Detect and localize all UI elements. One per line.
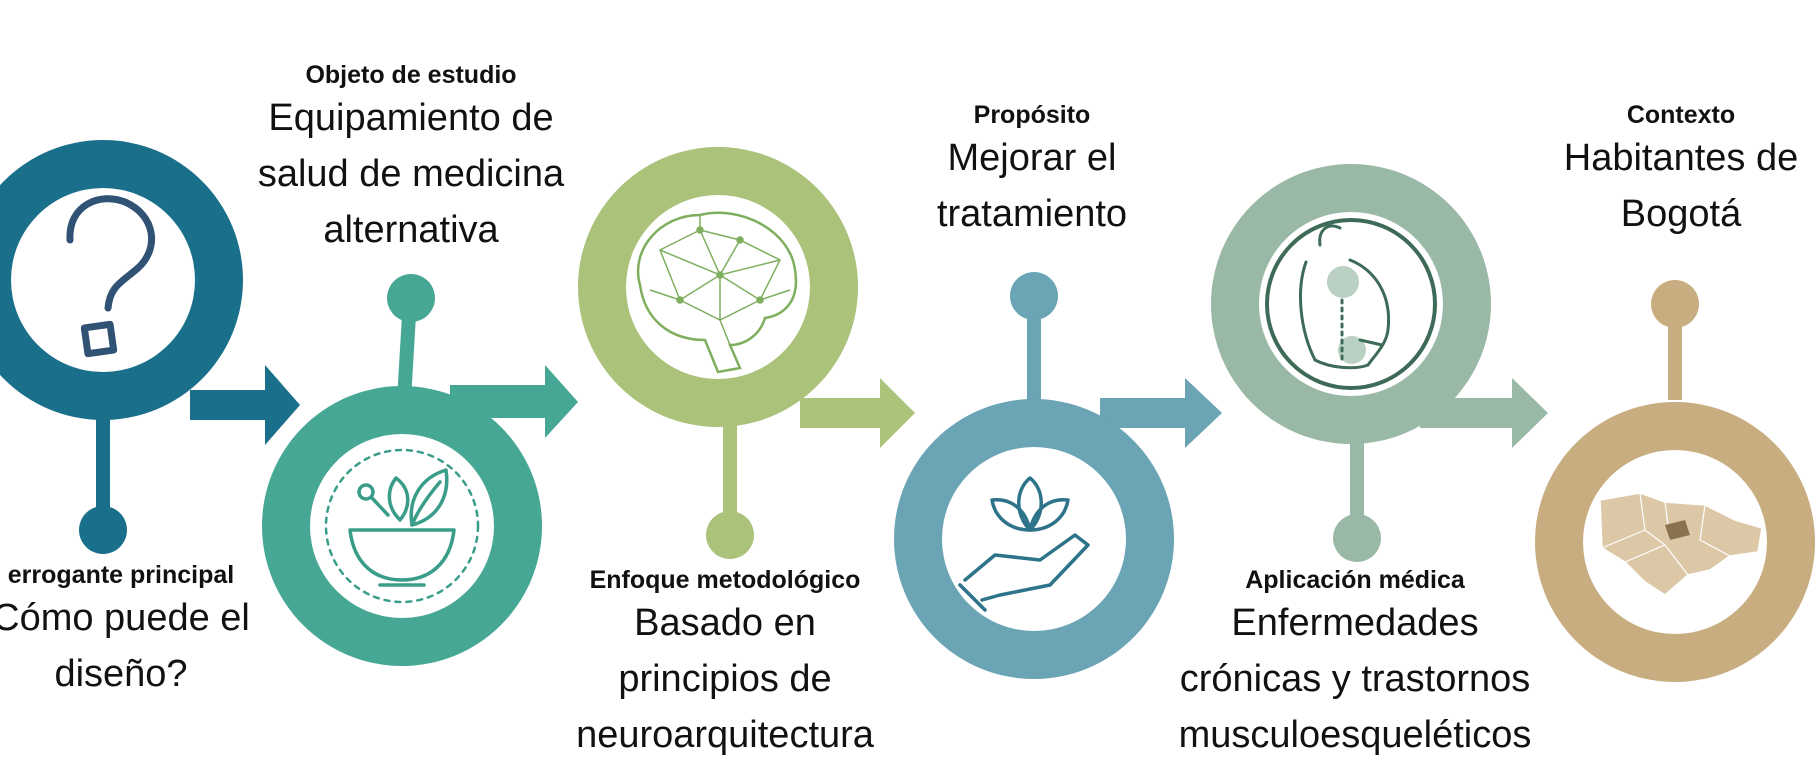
step-5-label: Aplicación médica Enfermedades crónicas … bbox=[1160, 565, 1550, 763]
step-4-line-2: tratamiento bbox=[936, 193, 1128, 235]
step-3-node bbox=[578, 147, 915, 559]
lotus-hand-icon bbox=[958, 476, 1090, 612]
step-1-title: errogante principal bbox=[7, 561, 235, 589]
step-4-title: Propósito bbox=[973, 101, 1091, 129]
step-3-label: Enfoque metodológico Basado en principio… bbox=[545, 565, 905, 763]
brain-network-icon bbox=[636, 211, 798, 374]
step-5-node bbox=[1211, 164, 1548, 562]
step-1-line-2: diseño? bbox=[54, 653, 188, 695]
back-pain-icon bbox=[1265, 218, 1437, 390]
step-3-title: Enfoque metodológico bbox=[589, 566, 861, 594]
step-3-line-3: neuroarquitectura bbox=[576, 714, 874, 756]
step-5-line-1: Enfermedades bbox=[1231, 602, 1479, 644]
question-mark-icon bbox=[66, 195, 156, 358]
step-6-line-1: Habitantes de bbox=[1563, 137, 1799, 179]
step-2-line-2: salud de medicina bbox=[257, 153, 565, 195]
step-5-title: Aplicación médica bbox=[1245, 566, 1465, 594]
step-5-line-3: musculoesqueléticos bbox=[1178, 714, 1532, 756]
step-4-node bbox=[894, 272, 1222, 679]
step-2-node bbox=[262, 274, 578, 666]
step-2-line-3: alternativa bbox=[323, 209, 499, 251]
step-1-node bbox=[0, 140, 300, 554]
step-1-label: errogante principal Cómo puede el diseño… bbox=[0, 560, 256, 702]
step-6-node bbox=[1535, 280, 1815, 682]
step-4-line-1: Mejorar el bbox=[947, 137, 1117, 179]
step-6-label: Contexto Habitantes de Bogotá bbox=[1550, 100, 1812, 242]
step-6-line-2: Bogotá bbox=[1620, 193, 1742, 235]
step-1-line-1: Cómo puede el bbox=[0, 597, 250, 639]
step-5-line-2: crónicas y trastornos bbox=[1179, 658, 1531, 700]
step-2-title: Objeto de estudio bbox=[305, 61, 517, 89]
step-4-label: Propósito Mejorar el tratamiento bbox=[882, 100, 1182, 242]
bogota-map-icon bbox=[1599, 492, 1763, 596]
step-2-line-1: Equipamiento de bbox=[268, 97, 554, 139]
herbal-mortar-icon bbox=[324, 448, 480, 604]
step-6-title: Contexto bbox=[1626, 101, 1736, 129]
step-2-label: Objeto de estudio Equipamiento de salud … bbox=[221, 60, 601, 258]
step-3-line-1: Basado en bbox=[634, 602, 816, 644]
step-3-line-2: principios de bbox=[618, 658, 832, 700]
